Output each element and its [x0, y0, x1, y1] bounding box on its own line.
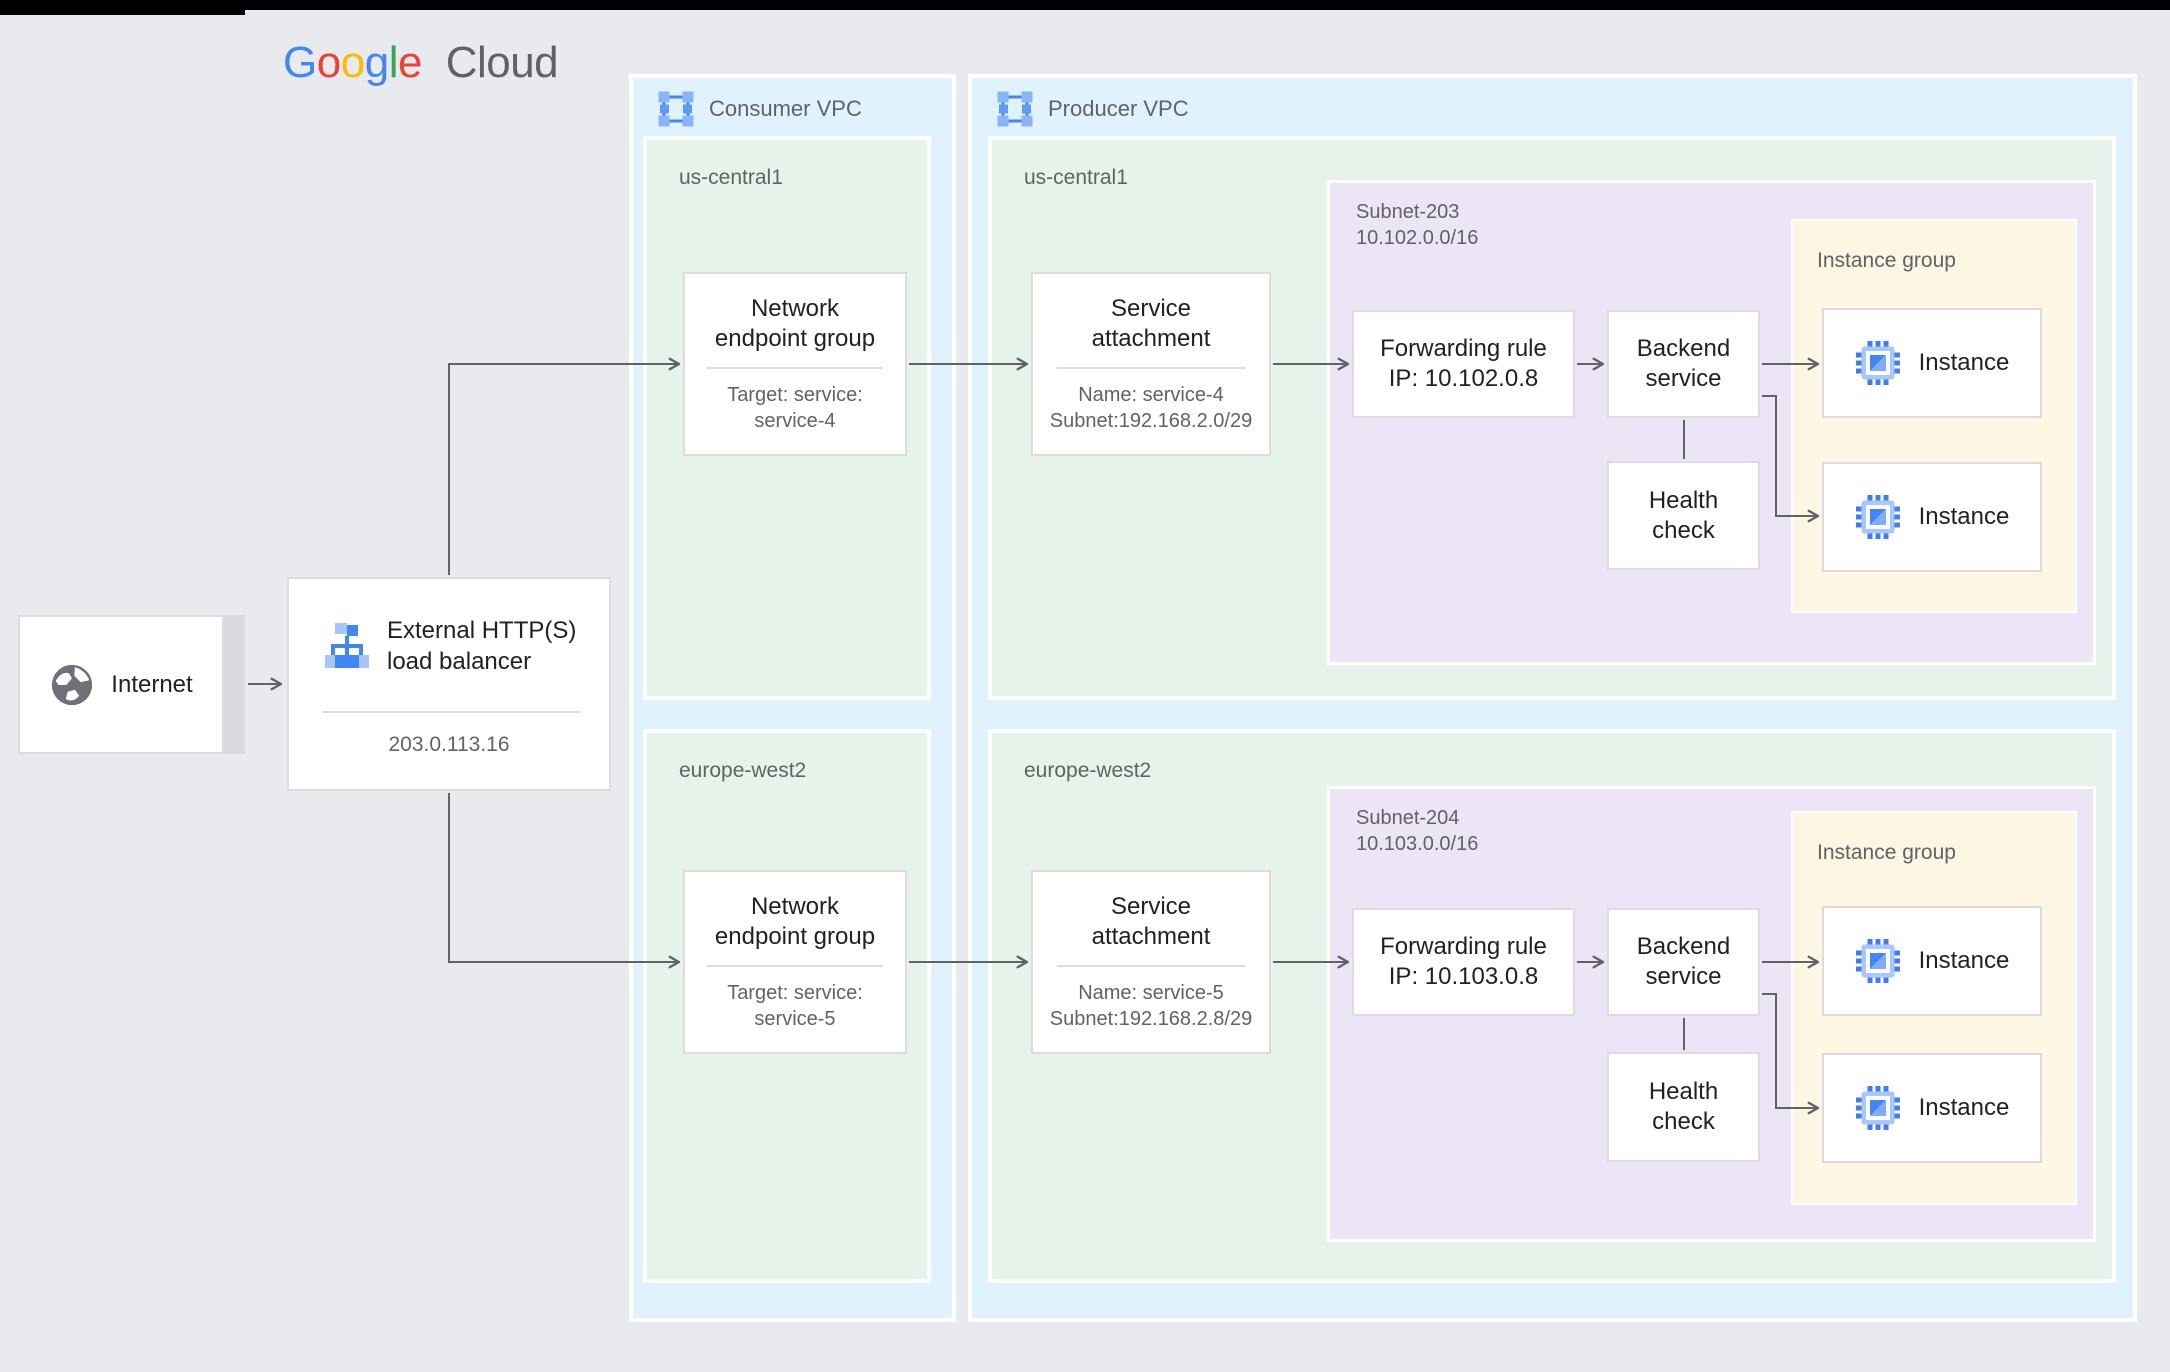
- logo-letter: e: [397, 38, 422, 87]
- neg-target: Target: service:service-5: [727, 982, 863, 1030]
- logo-letter: o: [340, 38, 365, 87]
- logo-letter: o: [316, 38, 341, 87]
- load-balancer-icon: [321, 619, 373, 671]
- subnet-label: Subnet-203 10.102.0.0/16: [1356, 201, 1479, 249]
- instance-box: Instance: [1822, 1053, 2042, 1163]
- instance-group-label: Instance group: [1817, 841, 1956, 864]
- instance-box: Instance: [1822, 462, 2042, 572]
- logo-letter: g: [364, 38, 389, 87]
- instance-box: Instance: [1822, 308, 2042, 418]
- internet-label: Internet: [111, 670, 193, 698]
- compute-engine-icon: [1855, 340, 1901, 386]
- subnet-203-panel: Subnet-203 10.102.0.0/16 Forwarding rule…: [1330, 183, 2093, 662]
- region-label: europe-west2: [679, 759, 807, 782]
- region-label: us-central1: [1024, 166, 1128, 189]
- load-balancer-ip: 203.0.113.16: [388, 733, 510, 756]
- instance-group-label: Instance group: [1817, 249, 1956, 272]
- divider: [322, 711, 580, 713]
- top-bar: [0, 0, 2170, 10]
- instance-label: Instance: [1918, 1094, 2010, 1121]
- vpc-network-icon: [657, 90, 695, 128]
- subnet-label: Subnet-204 10.103.0.0/16: [1356, 807, 1479, 855]
- globe-icon: [49, 662, 95, 708]
- consumer-vpc-header: Consumer VPC: [657, 90, 862, 128]
- google-cloud-logo: Google Cloud: [283, 38, 559, 88]
- region-label: europe-west2: [1024, 759, 1152, 782]
- internet-box: Internet: [18, 615, 224, 754]
- compute-engine-icon: [1855, 494, 1901, 540]
- producer-vpc-header: Producer VPC: [996, 90, 1189, 128]
- instance-box: Instance: [1822, 906, 2042, 1016]
- logo-cloud-text: Cloud: [445, 38, 559, 87]
- divider: [1056, 965, 1246, 967]
- neg-target: Target: service:service-4: [727, 384, 863, 432]
- divider: [707, 965, 883, 967]
- vpc-network-icon: [996, 90, 1034, 128]
- logo-letter: l: [388, 38, 399, 87]
- load-balancer-title: External HTTP(S)load balancer: [387, 617, 577, 675]
- consumer-vpc-title: Consumer VPC: [709, 96, 862, 121]
- region-label: us-central1: [679, 166, 783, 189]
- instance-group-panel: Instance group Instance Instance: [1793, 221, 2075, 611]
- instance-group-panel: Instance group Instance Instance: [1793, 813, 2075, 1203]
- instance-label: Instance: [1918, 349, 2010, 376]
- top-bar-left-segment: [0, 0, 245, 15]
- divider: [707, 367, 883, 369]
- compute-engine-icon: [1855, 1085, 1901, 1131]
- load-balancer-box: External HTTP(S)load balancer 203.0.113.…: [287, 577, 611, 791]
- divider: [1056, 367, 1246, 369]
- instance-label: Instance: [1918, 503, 2010, 530]
- instance-label: Instance: [1918, 947, 2010, 974]
- logo-letter: G: [283, 38, 317, 87]
- compute-engine-icon: [1855, 938, 1901, 984]
- producer-vpc-title: Producer VPC: [1048, 96, 1189, 121]
- subnet-204-panel: Subnet-204 10.103.0.0/16 Forwarding rule…: [1330, 789, 2093, 1239]
